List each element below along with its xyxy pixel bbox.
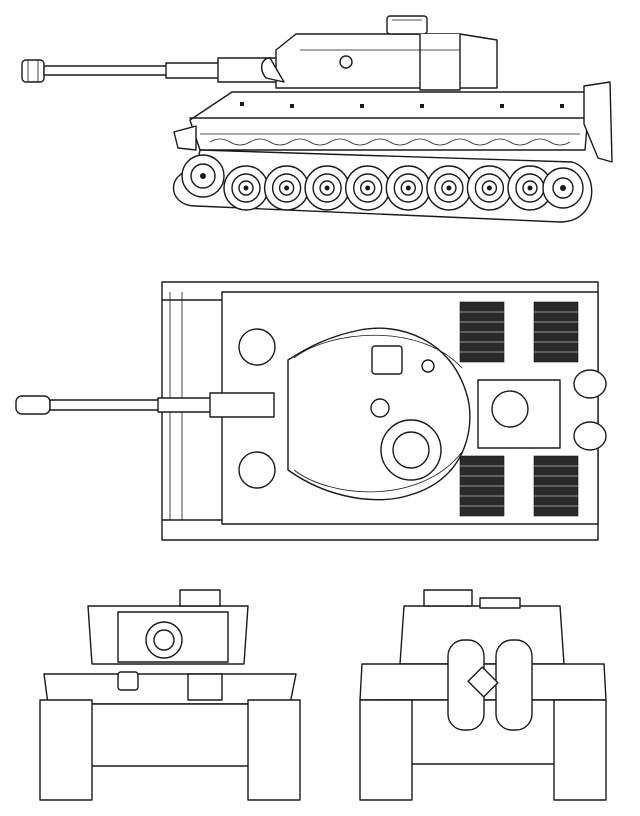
engine-grilles bbox=[459, 301, 579, 517]
road-wheel bbox=[223, 165, 269, 211]
radio-operator-hatch bbox=[238, 451, 276, 489]
road-wheel bbox=[426, 165, 472, 211]
engine-grille bbox=[533, 455, 579, 517]
engine-grille bbox=[459, 301, 505, 363]
front-tracks bbox=[39, 699, 301, 801]
front-turret bbox=[87, 589, 249, 665]
road-wheel bbox=[507, 165, 553, 211]
side-drive-sprocket bbox=[181, 154, 225, 198]
front-view bbox=[39, 589, 301, 801]
front-hull bbox=[43, 671, 297, 767]
engine-grille bbox=[533, 301, 579, 363]
side-idler-wheel bbox=[542, 167, 584, 209]
rear-exhausts bbox=[573, 369, 607, 451]
top-view bbox=[15, 281, 607, 541]
side-hull bbox=[173, 81, 613, 163]
road-wheel bbox=[263, 165, 310, 211]
road-wheel bbox=[466, 165, 513, 211]
side-turret bbox=[260, 15, 498, 91]
rear-view bbox=[359, 589, 607, 801]
top-turret bbox=[287, 327, 471, 501]
side-gun bbox=[21, 57, 279, 83]
rear-tracks bbox=[359, 699, 607, 801]
road-wheel bbox=[385, 165, 431, 211]
engine-grille bbox=[459, 455, 505, 517]
side-view bbox=[21, 15, 613, 223]
road-wheel bbox=[345, 165, 391, 211]
driver-hatch bbox=[238, 328, 276, 366]
top-gun bbox=[15, 392, 275, 418]
road-wheel bbox=[304, 165, 350, 211]
side-road-wheels bbox=[223, 165, 553, 211]
